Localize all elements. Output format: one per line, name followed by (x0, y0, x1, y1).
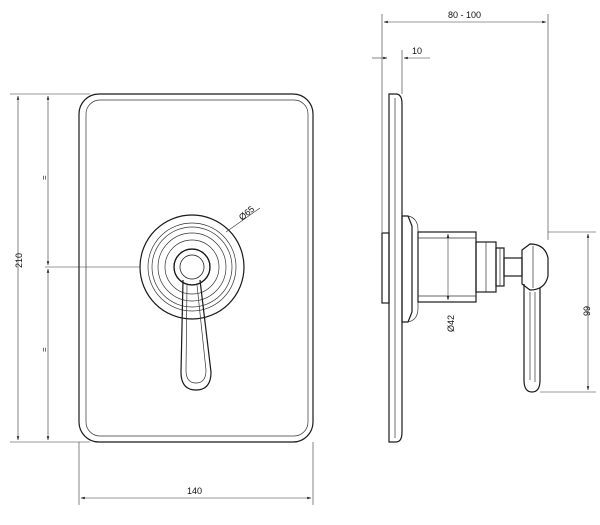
dimension-plate-width: 140 (78, 442, 314, 505)
plate-side-profile (388, 93, 403, 443)
svg-text:99: 99 (582, 306, 592, 316)
dimension-plate-height: 210 (10, 93, 90, 443)
cover-plate-inner (85, 99, 309, 437)
dimension-plate-thickness: 10 (372, 46, 430, 94)
dimension-depth: 80 - 100 (381, 10, 549, 240)
lever-handle (180, 279, 212, 391)
dimension-handle-height: 99 (540, 231, 596, 393)
svg-text:=: = (40, 175, 49, 180)
dimension-equal-split: = = (40, 95, 50, 441)
front-view: Ø65 (45, 93, 314, 443)
lever-side-profile (523, 284, 541, 393)
svg-text:=: = (40, 347, 49, 352)
svg-text:Ø42: Ø42 (446, 315, 456, 332)
svg-text:10: 10 (412, 46, 422, 56)
dim-diameter-escutcheon: Ø65 (237, 204, 256, 223)
valve-body (417, 231, 477, 303)
svg-text:80 - 100: 80 - 100 (448, 10, 481, 20)
svg-text:210: 210 (14, 253, 24, 268)
cover-plate-outer (78, 93, 314, 443)
svg-text:140: 140 (187, 486, 202, 496)
knob-side (521, 243, 549, 291)
dimension-body-diameter: Ø42 (446, 233, 456, 332)
side-view (381, 93, 549, 443)
